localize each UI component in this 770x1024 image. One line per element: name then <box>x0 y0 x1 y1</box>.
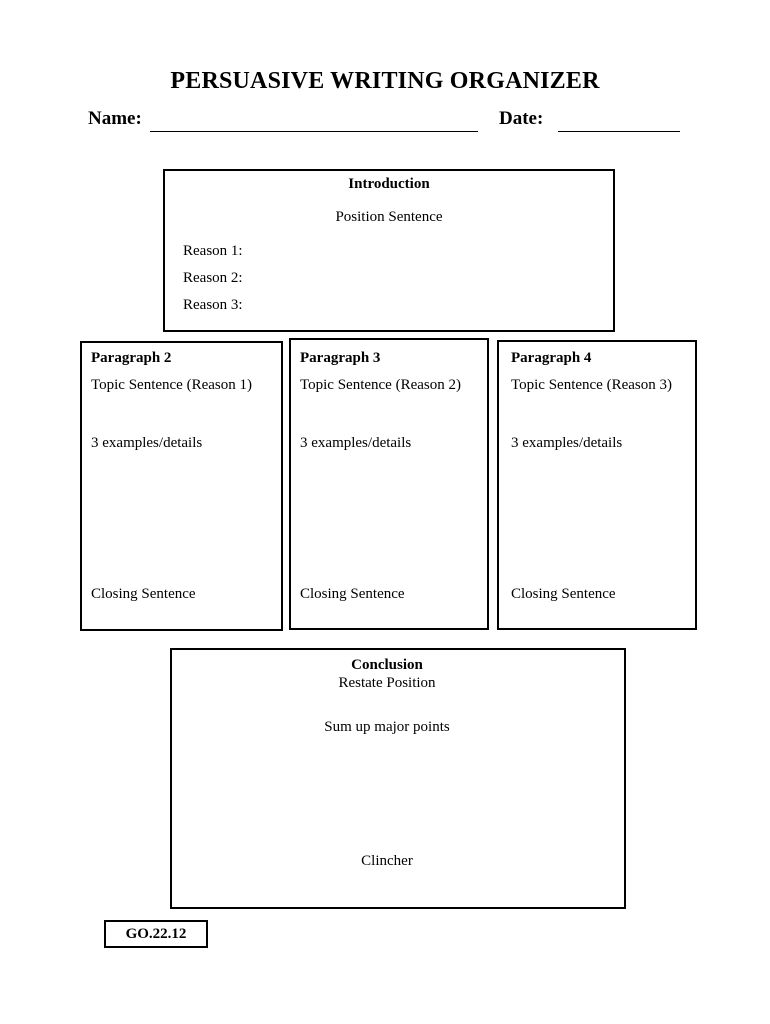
document-code-text: GO.22.12 <box>125 925 187 942</box>
conclusion-box[interactable]: Conclusion Restate Position Sum up major… <box>170 648 626 909</box>
introduction-reason-2: Reason 2: <box>183 270 243 286</box>
paragraph-4-details: 3 examples/details <box>511 435 623 451</box>
paragraph-4-closing-sentence: Closing Sentence <box>511 586 616 602</box>
conclusion-summary: Sum up major points <box>324 719 450 735</box>
paragraph-2-closing-sentence: Closing Sentence <box>91 586 196 602</box>
paragraph-2-heading: Paragraph 2 <box>91 350 172 366</box>
page-title: PERSUASIVE WRITING ORGANIZER <box>170 68 600 94</box>
paragraph-3-closing-sentence: Closing Sentence <box>300 586 405 602</box>
introduction-reason-1: Reason 1: <box>183 243 243 259</box>
conclusion-clincher: Clincher <box>361 853 413 869</box>
conclusion-restate-position: Restate Position <box>338 675 436 691</box>
date-input-line[interactable] <box>558 131 680 132</box>
introduction-position-sentence: Position Sentence <box>335 209 443 225</box>
name-input-line[interactable] <box>150 131 478 132</box>
name-label: Name: <box>88 108 142 129</box>
paragraph-3-topic-sentence: Topic Sentence (Reason 2) <box>300 377 461 393</box>
conclusion-heading: Conclusion <box>351 657 423 673</box>
paragraph-4-box[interactable]: Paragraph 4 Topic Sentence (Reason 3) 3 … <box>497 340 697 630</box>
paragraph-3-box[interactable]: Paragraph 3 Topic Sentence (Reason 2) 3 … <box>289 338 489 630</box>
date-label: Date: <box>499 108 544 129</box>
paragraph-2-box[interactable]: Paragraph 2 Topic Sentence (Reason 1) 3 … <box>80 341 283 631</box>
introduction-box[interactable]: Introduction Position Sentence Reason 1:… <box>163 169 615 332</box>
paragraph-3-heading: Paragraph 3 <box>300 350 381 366</box>
paragraph-4-heading: Paragraph 4 <box>511 350 592 366</box>
name-date-row: Name: Date: <box>0 108 770 134</box>
paragraph-4-topic-sentence: Topic Sentence (Reason 3) <box>511 377 672 393</box>
paragraph-3-details: 3 examples/details <box>300 435 412 451</box>
paragraph-2-topic-sentence: Topic Sentence (Reason 1) <box>91 377 252 393</box>
document-code-badge: GO.22.12 <box>104 920 208 948</box>
paragraph-2-details: 3 examples/details <box>91 435 203 451</box>
introduction-heading: Introduction <box>348 176 430 192</box>
introduction-reason-3: Reason 3: <box>183 297 243 313</box>
